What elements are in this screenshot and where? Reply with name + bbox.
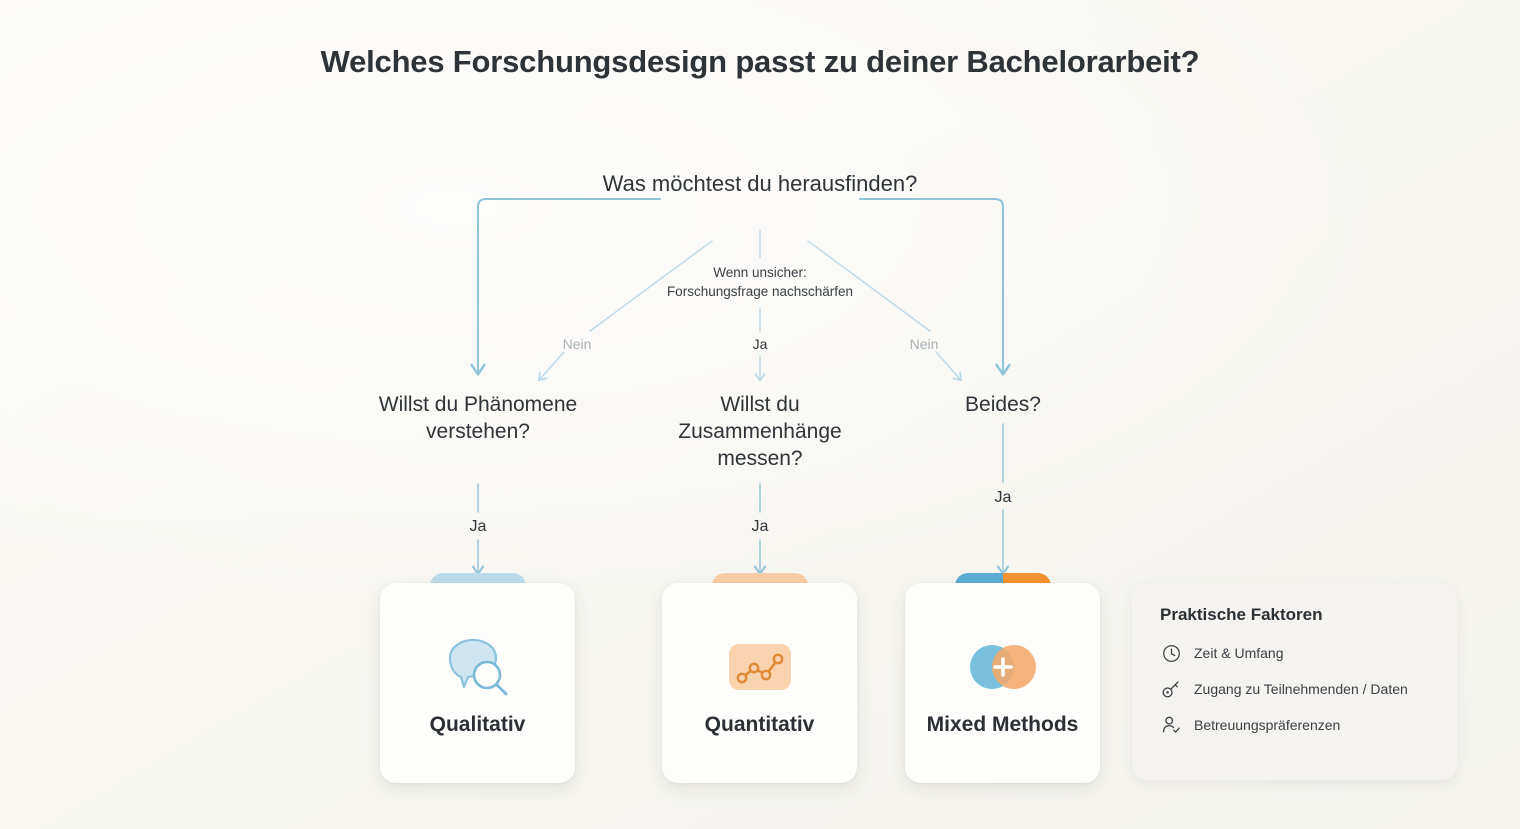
branch-answer-mixed: Ja [994, 489, 1012, 506]
edge-label-left-nein: Nein [562, 336, 592, 352]
result-card-label: Qualitativ [429, 713, 526, 737]
uncertainty-hint-line2: Forschungsfrage nachschärfen [666, 284, 854, 300]
uncertainty-hint: Wenn unsicher: Forschungsfrage nachschär… [620, 263, 900, 301]
person-check-icon [1160, 714, 1182, 736]
factor-row-time: Zeit & Umfang [1160, 642, 1433, 664]
branch-question-quantitativ: Willst du Zusammenhänge messen? [678, 393, 842, 470]
factor-label: Betreuungspräferenzen [1194, 717, 1341, 733]
practical-factors-title: Praktische Faktoren [1160, 605, 1323, 624]
factor-row-access: Zugang zu Teilnehmenden / Daten [1160, 678, 1433, 700]
factor-label: Zugang zu Teilnehmenden / Daten [1194, 681, 1408, 697]
root-question: Was möchtest du herausfinden? [602, 171, 918, 196]
branch-answer-quantitativ: Ja [751, 518, 769, 535]
factor-row-supervision: Betreuungspräferenzen [1160, 714, 1433, 736]
line-chart-icon [728, 628, 791, 706]
page-title: Welches Forschungsdesign passt zu deiner… [320, 44, 1200, 79]
clock-icon [1160, 642, 1182, 664]
branch-question-mixed: Beides? [965, 393, 1041, 416]
result-card-label: Quantitativ [704, 713, 815, 737]
edge-label-center-ja: Ja [752, 336, 768, 352]
speech-bubble-search-icon [442, 628, 514, 706]
factor-label: Zeit & Umfang [1194, 645, 1284, 661]
edge-label-right-nein: Nein [909, 336, 939, 352]
practical-factors-panel: Praktische Faktoren Zeit & Umfang Zugang… [1132, 583, 1457, 780]
result-card-quantitativ[interactable]: Quantitativ [662, 583, 857, 783]
key-icon [1160, 678, 1182, 700]
result-card-mixed-methods[interactable]: Mixed Methods [905, 583, 1100, 783]
venn-plus-icon [966, 628, 1040, 706]
branch-question-qualitativ: Willst du Phänomene verstehen? [378, 393, 578, 443]
branch-answer-qualitativ: Ja [469, 518, 487, 535]
result-card-label: Mixed Methods [926, 713, 1079, 737]
result-card-qualitativ[interactable]: Qualitativ [380, 583, 575, 783]
uncertainty-hint-line1: Wenn unsicher: [713, 265, 807, 280]
